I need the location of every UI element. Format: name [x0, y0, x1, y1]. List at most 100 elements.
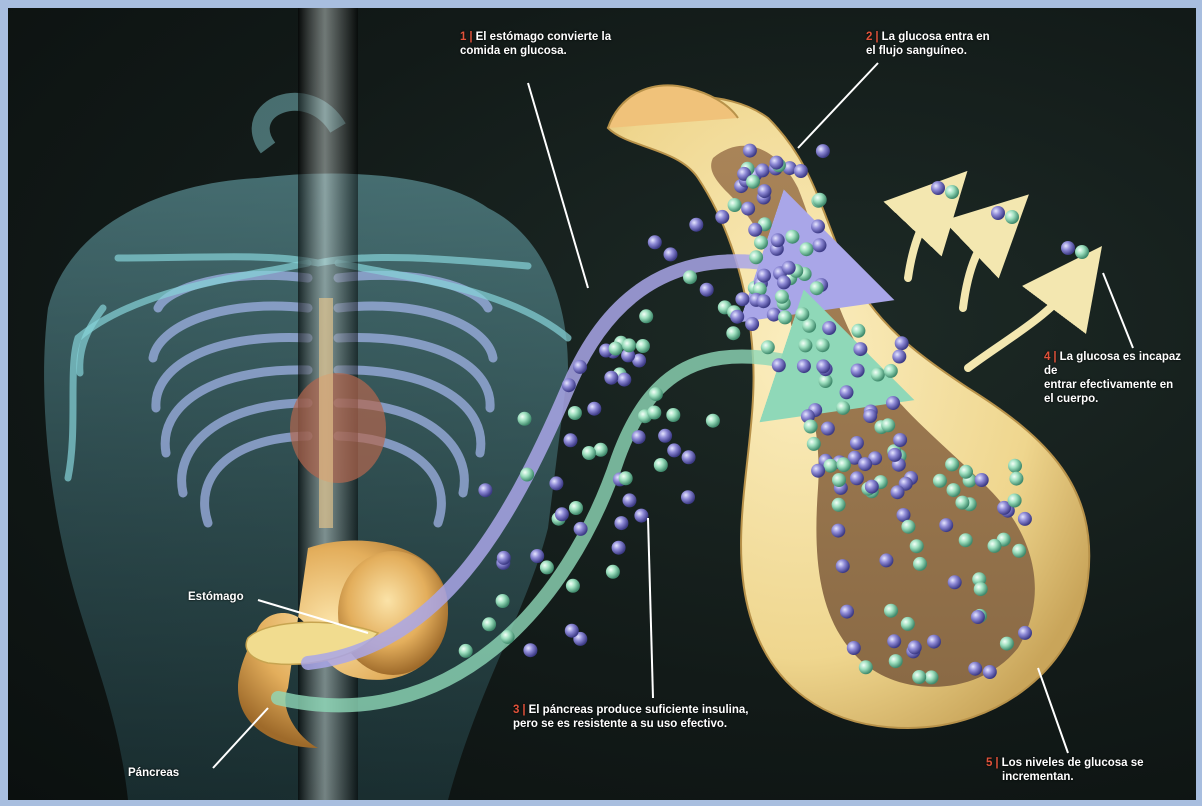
insulin-molecule: [810, 281, 824, 295]
glucose-molecule: [757, 269, 771, 283]
diagram-illustration: [8, 8, 1196, 800]
insulin-molecule: [889, 654, 903, 668]
insulin-molecule: [837, 458, 851, 472]
glucose-molecule: [991, 206, 1005, 220]
glucose-molecule: [700, 283, 714, 297]
insulin-molecule: [778, 310, 792, 324]
glucose-molecule: [735, 292, 749, 306]
insulin-molecule: [836, 401, 850, 415]
glucose-molecule: [858, 457, 872, 471]
insulin-molecule: [749, 250, 763, 264]
insulin-molecule: [1008, 459, 1022, 473]
step-3-text-a: El páncreas produce suficiente insulina,: [529, 704, 749, 716]
glucose-molecule: [813, 238, 827, 252]
glucose-molecule: [632, 430, 646, 444]
insulin-molecule: [901, 617, 915, 631]
glucose-molecule: [549, 476, 563, 490]
label-step-1: 1|El estómago convierte la comida en glu…: [460, 30, 611, 58]
insulin-molecule: [871, 368, 885, 382]
insulin-molecule: [482, 617, 496, 631]
insulin-molecule: [566, 579, 580, 593]
glucose-molecule: [1018, 512, 1032, 526]
insulin-molecule: [859, 660, 873, 674]
glucose-molecule: [948, 575, 962, 589]
insulin-molecule: [798, 338, 812, 352]
insulin-molecule: [955, 496, 969, 510]
step-4-text-b: entrar efectivamente en: [1044, 379, 1173, 391]
insulin-molecule: [728, 198, 742, 212]
insulin-molecule: [851, 324, 865, 338]
glucose-molecule: [850, 471, 864, 485]
insulin-molecule: [726, 326, 740, 340]
glucose-molecule: [681, 490, 695, 504]
glucose-molecule: [983, 665, 997, 679]
insulin-molecule: [910, 539, 924, 553]
glucose-molecule: [715, 210, 729, 224]
label-step-5: 5|Los niveles de glucosa se incrementan.: [986, 756, 1144, 784]
glucose-molecule: [756, 163, 770, 177]
insulin-molecule: [945, 185, 959, 199]
glucose-molecule: [865, 480, 879, 494]
insulin-molecule: [912, 670, 926, 684]
glucose-molecule: [931, 181, 945, 195]
glucose-molecule: [831, 524, 845, 538]
glucose-molecule: [888, 448, 902, 462]
insulin-molecule: [683, 270, 697, 284]
insulin-molecule: [802, 319, 816, 333]
step-5-number: 5: [986, 757, 992, 769]
step-4-text-c: el cuerpo.: [1044, 393, 1098, 405]
glucose-molecule: [478, 483, 492, 497]
glucose-molecule: [782, 261, 796, 275]
glucose-molecule: [741, 202, 755, 216]
heart: [290, 373, 386, 483]
step-1-number: 1: [460, 31, 466, 43]
insulin-molecule: [754, 236, 768, 250]
glucose-molecule: [893, 433, 907, 447]
glucose-molecule: [816, 359, 830, 373]
glucose-molecule: [797, 359, 811, 373]
glucose-molecule: [745, 317, 759, 331]
glucose-molecule: [634, 509, 648, 523]
insulin-molecule: [785, 230, 799, 244]
glucose-molecule: [623, 493, 637, 507]
glucose-molecule: [840, 385, 854, 399]
glucose-molecule: [822, 321, 836, 335]
insulin-molecule: [582, 446, 596, 460]
insulin-molecule: [649, 387, 663, 401]
insulin-molecule: [913, 557, 927, 571]
insulin-molecule: [832, 473, 846, 487]
glucose-molecule: [730, 310, 744, 324]
glucose-molecule: [574, 522, 588, 536]
glucose-molecule: [847, 641, 861, 655]
step-3-number: 3: [513, 704, 519, 716]
insulin-molecule: [832, 498, 846, 512]
glucose-molecule: [564, 433, 578, 447]
glucose-molecule: [863, 409, 877, 423]
insulin-molecule: [594, 443, 608, 457]
insulin-molecule: [901, 520, 915, 534]
glucose-molecule: [497, 551, 511, 565]
insulin-molecule: [1012, 544, 1026, 558]
insulin-molecule: [619, 471, 633, 485]
label-pancreas: Páncreas: [128, 766, 179, 780]
label-estomago: Estómago: [188, 590, 244, 604]
glucose-molecule: [682, 450, 696, 464]
insulin-molecule: [775, 290, 789, 304]
step-2-number: 2: [866, 31, 872, 43]
glucose-molecule: [748, 223, 762, 237]
glucose-molecule: [648, 235, 662, 249]
glucose-molecule: [971, 610, 985, 624]
insulin-molecule: [647, 406, 661, 420]
insulin-molecule: [881, 418, 895, 432]
glucose-molecule: [612, 541, 626, 555]
glucose-molecule: [811, 219, 825, 233]
insulin-molecule: [609, 342, 623, 356]
insulin-molecule: [1008, 494, 1022, 508]
glucose-molecule: [658, 429, 672, 443]
glucose-molecule: [523, 643, 537, 657]
insulin-molecule: [706, 414, 720, 428]
insulin-molecule: [540, 560, 554, 574]
glucose-molecule: [836, 559, 850, 573]
glucose-molecule: [664, 247, 678, 261]
